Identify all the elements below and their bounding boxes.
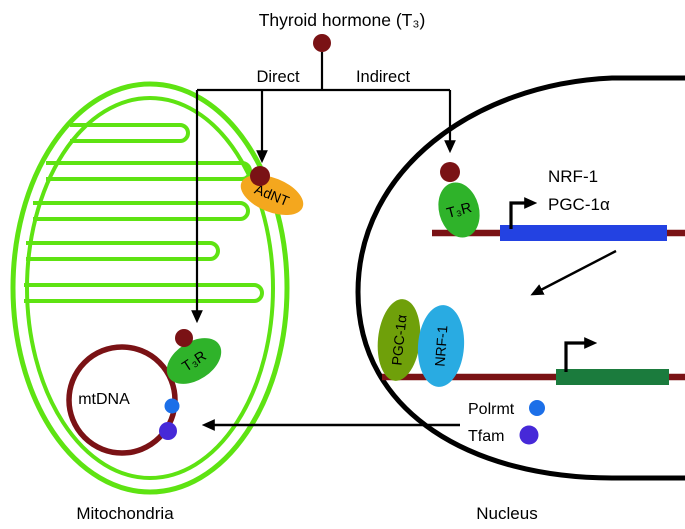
nuclear-t3r-ellipse	[438, 182, 480, 238]
indirect-pathway-label: Indirect	[356, 68, 411, 86]
t3-hormone-dot	[313, 34, 331, 52]
mito-t3r-ellipse	[166, 338, 222, 384]
gene1-product-nrf1-label: NRF-1	[548, 167, 598, 186]
pgc1a-ellipse	[377, 299, 421, 381]
gene1-coding-box	[500, 225, 667, 241]
nuclear-t3-hormone-dot	[440, 162, 460, 182]
nrf1-transcription-factor: NRF-1	[417, 305, 465, 387]
mito-tfam-dot	[159, 422, 177, 440]
pgc1a-coactivator: PGC-1α	[377, 299, 421, 381]
nucleus-label: Nucleus	[476, 504, 537, 523]
nuclear-t3r-label: T₃R	[445, 200, 474, 222]
mito-t3-hormone-dot	[175, 329, 193, 347]
nrf1-ellipse-label: NRF-1	[432, 325, 451, 367]
legend-polrmt-label: Polrmt	[468, 401, 515, 418]
direct-pathway-label: Direct	[256, 68, 300, 86]
nrf1-ellipse	[417, 305, 465, 387]
adnt-t3-hormone-dot	[250, 166, 270, 186]
crista-4	[26, 241, 220, 261]
gene2-transcription-arrow	[564, 337, 598, 372]
crista-5	[24, 283, 264, 303]
mitochondria	[10, 81, 290, 495]
mito-polrmt-dot	[164, 398, 180, 414]
mitochondria-label: Mitochondria	[76, 504, 174, 523]
mitochondria-outer-membrane	[10, 81, 290, 495]
nuclear-t3r-complex: T₃R	[438, 182, 480, 238]
gene1-transcription-arrow	[509, 197, 538, 229]
crista-3	[33, 201, 250, 221]
gene1-product-pgc1a-label: PGC-1α	[548, 195, 610, 214]
legend-tfam-dot	[519, 425, 539, 445]
pgc1a-ellipse-label: PGC-1α	[388, 314, 409, 366]
mtdna-label: mtDNA	[78, 391, 130, 408]
mitochondria-inner-membrane	[25, 96, 275, 480]
figure-title: Thyroid hormone (T₃)	[259, 10, 426, 30]
gene2-coding-box	[556, 369, 669, 385]
crista-2	[46, 161, 252, 181]
mito-t3r-complex: T₃R	[166, 338, 222, 384]
crista-1	[70, 123, 190, 143]
gene1-to-gene2-arrow	[530, 249, 617, 296]
legend-tfam-label: Tfam	[468, 428, 504, 445]
legend-polrmt-dot	[529, 400, 545, 416]
nucleus-envelope	[355, 75, 685, 481]
